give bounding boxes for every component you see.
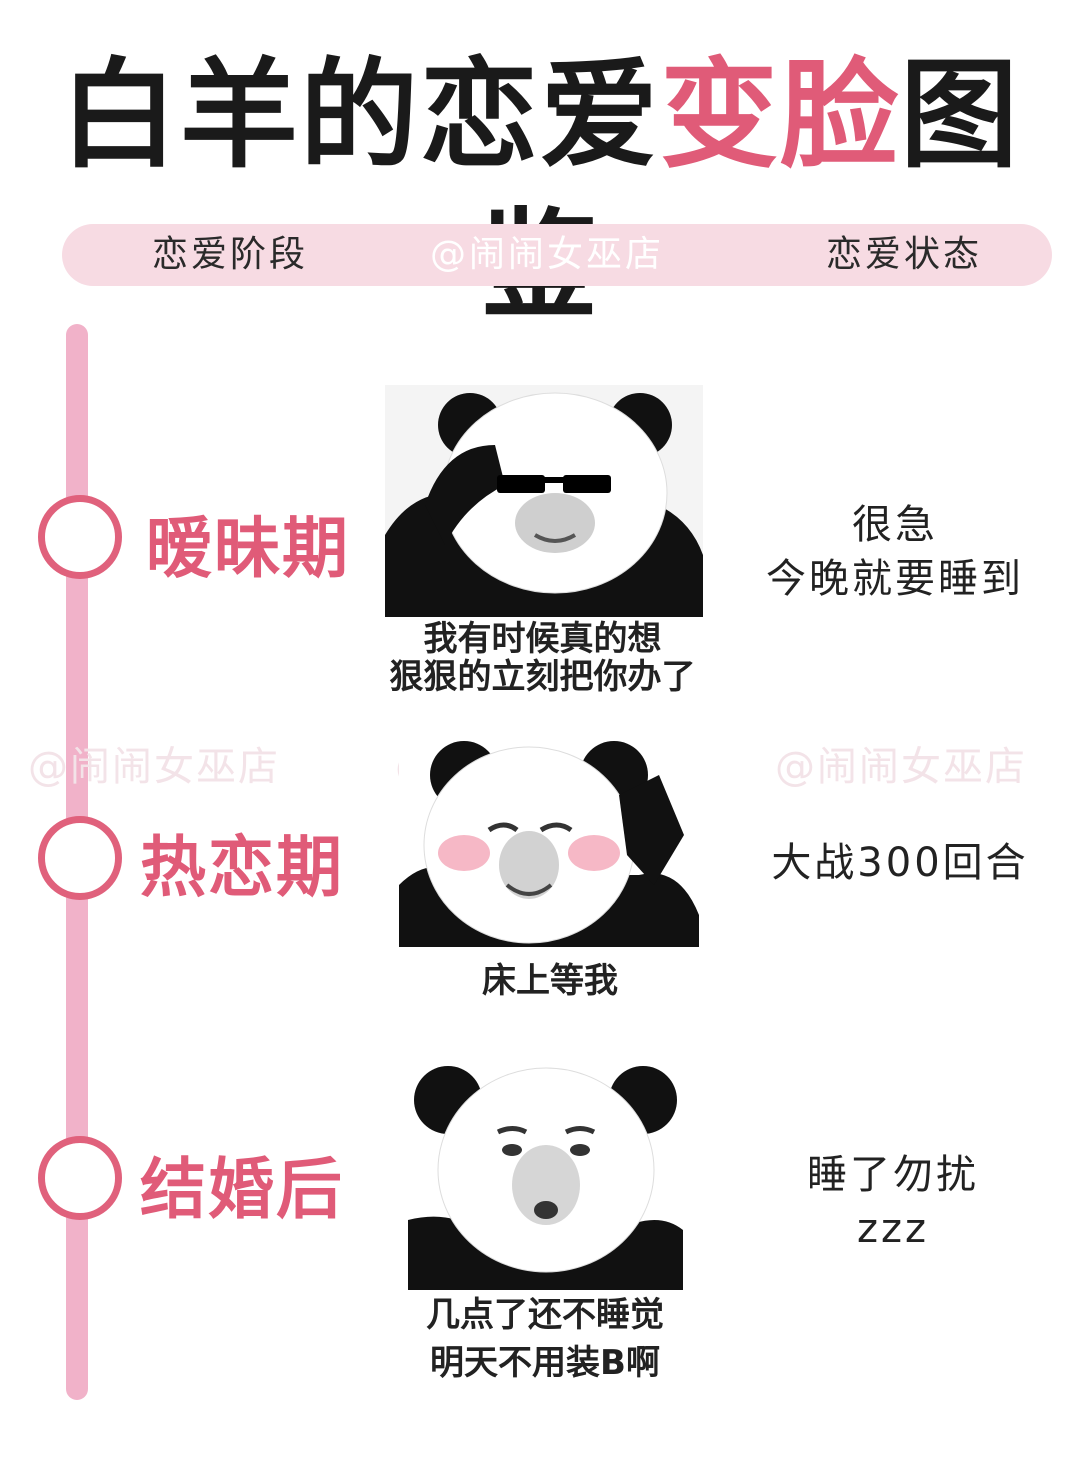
stage-status-3-line-1: 睡了勿扰 <box>807 1152 979 1198</box>
watermark-right: @闹闹女巫店 <box>775 744 1027 790</box>
stage-marker-2 <box>38 816 122 900</box>
meme-caption-3-line-1: 几点了还不睡觉 <box>426 1295 664 1335</box>
meme-caption-1: 我有时候真的想 狠狠的立刻把你办了 <box>370 620 715 696</box>
watermark-left: @闹闹女巫店 <box>28 744 280 790</box>
header-stage-label: 恋爱阶段 <box>152 234 309 275</box>
stage-status-3-line-2: zzz <box>857 1206 929 1252</box>
meme-caption-1-line-1: 我有时候真的想 <box>423 619 662 659</box>
meme-caption-3-line-2: 明天不用装B啊 <box>430 1343 660 1383</box>
title-part-1: 白羊的恋爱 <box>59 46 660 184</box>
stage-marker-1 <box>38 495 122 579</box>
panda-blushing-icon <box>399 735 699 947</box>
panda-sunglasses-icon <box>385 385 703 617</box>
meme-caption-1-line-2: 狠狠的立刻把你办了 <box>389 657 696 697</box>
stage-status-1-line-1: 很急 <box>852 502 938 548</box>
header-status-label: 恋爱状态 <box>825 234 982 275</box>
stage-status-3: 睡了勿扰 zzz <box>728 1148 1058 1256</box>
page-title: 白羊的恋爱变脸图鉴 <box>0 40 1080 340</box>
stage-marker-3 <box>38 1136 122 1220</box>
meme-caption-2-line-1: 床上等我 <box>482 961 618 1001</box>
column-header-bar: 恋爱阶段 @闹闹女巫店 恋爱状态 <box>62 224 1052 286</box>
stage-label-2: 热恋期 <box>140 829 344 906</box>
stage-status-1-line-2: 今晚就要睡到 <box>766 556 1024 602</box>
stage-status-2: 大战300回合 <box>735 836 1065 890</box>
stage-label-1: 暧昧期 <box>146 510 350 587</box>
meme-caption-2: 床上等我 <box>400 962 700 1000</box>
panda-grumpy-icon <box>408 1060 683 1290</box>
meme-caption-3: 几点了还不睡觉 明天不用装B啊 <box>385 1296 705 1382</box>
meme-image-2 <box>399 735 699 947</box>
meme-image-1 <box>385 385 703 617</box>
stage-status-1: 很急 今晚就要睡到 <box>730 498 1060 606</box>
header-watermark: @闹闹女巫店 <box>430 234 665 275</box>
meme-image-3 <box>408 1060 683 1290</box>
stage-status-2-line-1: 大战300回合 <box>771 840 1029 886</box>
stage-label-3: 结婚后 <box>140 1151 344 1228</box>
title-accent: 变脸 <box>659 46 900 184</box>
